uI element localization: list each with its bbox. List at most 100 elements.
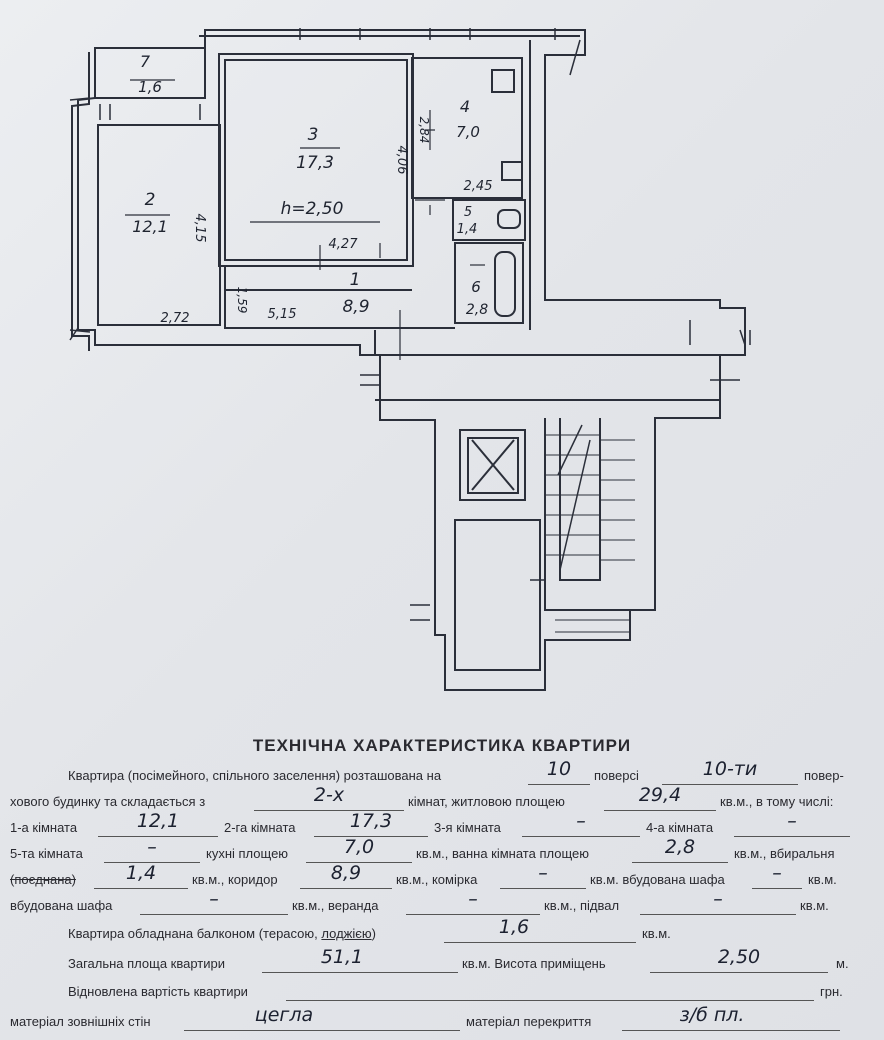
l7-unit: кв.м. [642,926,671,941]
l6-veranda-label: кв.м., веранда [292,898,379,913]
l3-room4-value: – [787,810,797,832]
svg-text:1,4: 1,4 [457,222,478,237]
l3-room2-value: 17,3 [349,810,393,832]
l8-height-line [650,972,828,973]
l3-room4-label: 4-а кімната [646,820,714,835]
svg-text:12,1: 12,1 [132,217,168,236]
l2-label-a: хового будинку та складається з [10,794,206,809]
l4-wc-label: кв.м., вбиральня [734,846,835,861]
l5-wc-line [94,888,188,889]
l4-room5-value: – [147,836,157,858]
l6-veranda-line [406,914,540,915]
l7-balcony-value: 1,6 [498,916,530,938]
l7-balcony-line [444,942,636,943]
room-7-label: 7 1,6 [138,52,162,96]
l3-room1-label: 1-а кімната [10,820,78,835]
l7-label-a: Квартира обладнана балконом (терасою, ло… [68,926,376,941]
l4-room5-line [104,862,200,863]
svg-text:1,6: 1,6 [138,78,162,96]
l3-room3-value: – [576,810,586,832]
l4-bath-line [632,862,728,863]
l5-unit: кв.м. [808,872,837,887]
tech-characteristics-form: ТЕХНІЧНА ХАРАКТЕРИСТИКА КВАРТИРИ Квартир… [0,730,884,1040]
l1-label-c: повер- [804,768,844,783]
svg-text:5: 5 [464,205,472,220]
l2-living-line [604,810,716,811]
l1-floor-line [528,784,590,785]
l10-label-b: матеріал перекриття [466,1014,592,1029]
dim-284: 2,84 [417,117,431,144]
room-3-label: 3 17,3 [296,125,334,173]
l5-wardrobe-label: кв.м. вбудована шафа [590,872,725,887]
l3-room3-line [522,836,640,837]
ceiling-height-note: h=2,50 [281,199,344,219]
l5-corridor-label: кв.м., коридор [192,872,278,887]
l1-floors-line [662,784,798,785]
l5-store-line [500,888,586,889]
l6-basement-line [640,914,796,915]
l6-basement-label: кв.м., підвал [544,898,620,913]
l6-wardrobe-label: вбудована шафа [10,898,113,913]
svg-text:6: 6 [471,278,481,296]
l1-label-a: Квартира (посімейного, спільного заселен… [68,768,442,783]
l6-unit: кв.м. [800,898,829,913]
l5-wardrobe-value: – [772,862,782,884]
l5-store-value: – [538,862,548,884]
dim-415: 4,15 [192,214,207,243]
l2-label-c: кв.м., в тому числі: [720,794,834,809]
l9-cost-line [286,1000,814,1001]
l6-basement-value: – [713,888,723,910]
l9-unit: грн. [820,984,843,999]
l4-kitchen-value: 7,0 [343,836,375,858]
l4-room5-label: 5-та кімната [10,846,83,861]
l10-floor-value: з/б пл. [679,1004,745,1026]
l3-room1-line [98,836,218,837]
l8-total-value: 51,1 [320,946,364,968]
l2-living-value: 29,4 [638,784,682,806]
svg-text:4: 4 [460,97,470,116]
l8-total-line [262,972,458,973]
room-5-label: 5 1,4 [457,205,478,237]
l5-store-label: кв.м., комірка [396,872,478,887]
svg-text:7: 7 [140,52,151,71]
l1-label-b: поверсі [594,768,639,783]
l3-room1-value: 12,1 [136,810,180,832]
l5-wardrobe-line [752,888,802,889]
svg-text:3: 3 [308,125,319,145]
l5-combined-label: (поєднана) [10,872,76,887]
dim-406: 4,06 [394,146,409,175]
l3-room2-label: 2-га кімната [224,820,296,835]
l6-veranda-value: – [468,888,478,910]
l9-label-a: Відновлена вартість квартири [68,984,248,999]
l5-corridor-line [300,888,392,889]
l10-walls-line [184,1030,460,1031]
svg-text:2,8: 2,8 [466,302,488,318]
l1-floor-value: 10 [546,758,572,780]
form-title: ТЕХНІЧНА ХАРАКТЕРИСТИКА КВАРТИРИ [252,736,632,755]
l4-bath-label: кв.м., ванна кімната площею [416,846,589,861]
l8-label-b: кв.м. Висота приміщень [462,956,606,971]
dim-272: 2,72 [161,311,190,326]
svg-text:2: 2 [145,190,156,210]
dim-515: 5,15 [268,307,297,322]
room-4-label: 4 7,0 [456,97,480,141]
l3-room3-label: 3-я кімната [434,820,501,835]
l6-wardrobe-value: – [209,888,219,910]
dim-427: 4,27 [329,237,359,252]
svg-text:1: 1 [350,270,361,290]
l4-bath-value: 2,8 [664,836,696,858]
svg-text:7,0: 7,0 [456,123,480,141]
floor-plan: 7 1,6 3 17,3 4 7,0 2 12,1 5 1,4 1 8,9 6 … [69,28,751,691]
l5-corridor-value: 8,9 [330,862,362,884]
l2-rooms-line [254,810,404,811]
svg-text:8,9: 8,9 [342,297,369,317]
l10-label-a: матеріал зовнішніх стін [10,1014,151,1029]
room-1-label: 1 8,9 [342,270,369,317]
l3-room2-line [314,836,428,837]
svg-text:17,3: 17,3 [296,153,334,173]
l4-kitchen-label: кухні площею [206,846,289,861]
l5-wc-value: 1,4 [125,862,157,884]
dim-159: 1,59 [235,287,249,314]
room-6-label: 6 2,8 [466,278,488,318]
